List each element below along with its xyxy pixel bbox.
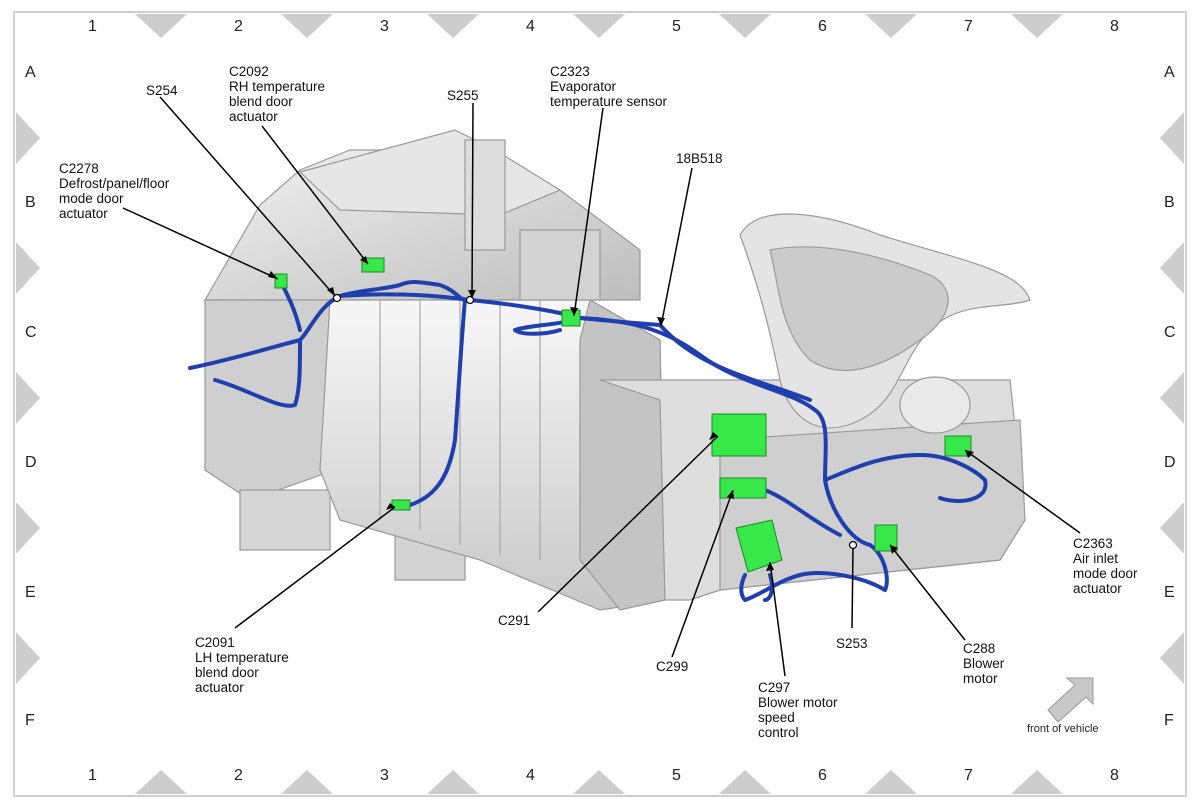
grid-col-label-top: 3 xyxy=(380,18,389,35)
grid-row-label-left: E xyxy=(25,584,36,601)
label-s254: S254 xyxy=(146,83,178,98)
label-s255: S255 xyxy=(447,88,479,103)
grid-frame xyxy=(13,11,1187,797)
splice-s255 xyxy=(465,295,475,305)
grid-col-label-bottom: 7 xyxy=(964,767,973,784)
connector-c2092 xyxy=(361,257,385,273)
connector-c2278 xyxy=(274,273,288,289)
connector-c288 xyxy=(874,524,898,552)
grid-row-label-left: D xyxy=(25,454,37,471)
grid-col-label-bottom: 1 xyxy=(88,767,97,784)
grid-row-label-left: A xyxy=(25,64,36,81)
grid-col-label-top: 5 xyxy=(672,18,681,35)
connector-c291 xyxy=(711,413,767,457)
splice-s253 xyxy=(848,540,858,550)
grid-col-label-top: 1 xyxy=(88,18,97,35)
grid-row-label-right: D xyxy=(1164,454,1176,471)
grid-col-label-bottom: 6 xyxy=(818,767,827,784)
label-c291: C291 xyxy=(498,613,531,628)
grid-row-label-right: B xyxy=(1164,194,1175,211)
connector-c299 xyxy=(719,477,767,499)
label-s253: S253 xyxy=(836,636,868,651)
grid-col-label-top: 8 xyxy=(1110,18,1119,35)
grid-row-label-right: C xyxy=(1164,324,1176,341)
connector-c2363 xyxy=(944,435,972,457)
label-18b518: 18B518 xyxy=(676,151,723,166)
grid-col-label-bottom: 2 xyxy=(234,767,243,784)
grid-col-label-bottom: 8 xyxy=(1110,767,1119,784)
leader-arrowheads xyxy=(268,256,974,571)
grid-row-label-right: F xyxy=(1164,712,1174,729)
wiring-harness xyxy=(188,278,988,602)
grid-col-label-bottom: 3 xyxy=(380,767,389,784)
front-of-vehicle-arrow-icon xyxy=(1047,677,1094,723)
splice-s254 xyxy=(332,293,342,303)
grid-col-label-top: 4 xyxy=(526,18,535,35)
grid-col-label-top: 7 xyxy=(964,18,973,35)
grid-row-label-right: E xyxy=(1164,584,1175,601)
label-c299: C299 xyxy=(656,659,689,674)
connector-c2091 xyxy=(391,499,411,511)
connector-c2323 xyxy=(561,309,581,327)
grid-col-label-top: 6 xyxy=(818,18,827,35)
grid-col-label-bottom: 4 xyxy=(526,767,535,784)
grid-row-label-left: C xyxy=(25,324,37,341)
grid-row-label-right: A xyxy=(1164,64,1175,81)
connectors xyxy=(274,257,972,573)
grid-col-label-top: 2 xyxy=(234,18,243,35)
grid-col-label-bottom: 5 xyxy=(672,767,681,784)
connector-c297 xyxy=(735,519,783,573)
hvac-housing xyxy=(203,129,1031,611)
grid-row-label-left: F xyxy=(25,712,35,729)
leader-lines xyxy=(122,96,1081,677)
front-of-vehicle-label: front of vehicle xyxy=(1027,723,1099,735)
grid-row-label-left: B xyxy=(25,194,36,211)
